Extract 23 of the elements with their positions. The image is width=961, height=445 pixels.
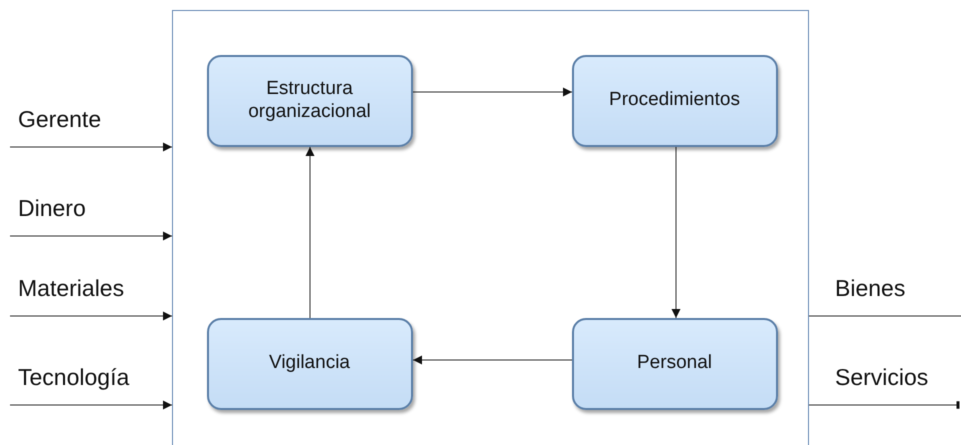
arrow: [10, 232, 172, 240]
process-box: [572, 54, 778, 146]
edge-label: Materiales: [18, 275, 124, 302]
process-box: [572, 318, 778, 410]
arrow: [10, 142, 172, 152]
edge-label: Dinero: [18, 195, 86, 222]
edge-label: Gerente: [18, 106, 102, 133]
process-box: [206, 318, 412, 410]
node-label: Procedimientos: [609, 89, 740, 112]
arrow: [412, 88, 572, 96]
system-boundary-box: [172, 10, 809, 445]
arrow: [10, 312, 172, 320]
node-label: Estructura organizacional: [247, 78, 372, 124]
node-label: Vigilancia: [269, 352, 350, 375]
arrow: [412, 356, 572, 364]
arrow: [10, 400, 172, 410]
node-label: Personal: [637, 352, 712, 375]
edge-label: Bienes: [835, 275, 906, 302]
arrow: [672, 146, 680, 318]
edge-label: Servicios: [835, 364, 928, 391]
arrow: [306, 146, 314, 318]
process-box: [206, 54, 412, 146]
edge-label: Tecnología: [18, 364, 130, 391]
